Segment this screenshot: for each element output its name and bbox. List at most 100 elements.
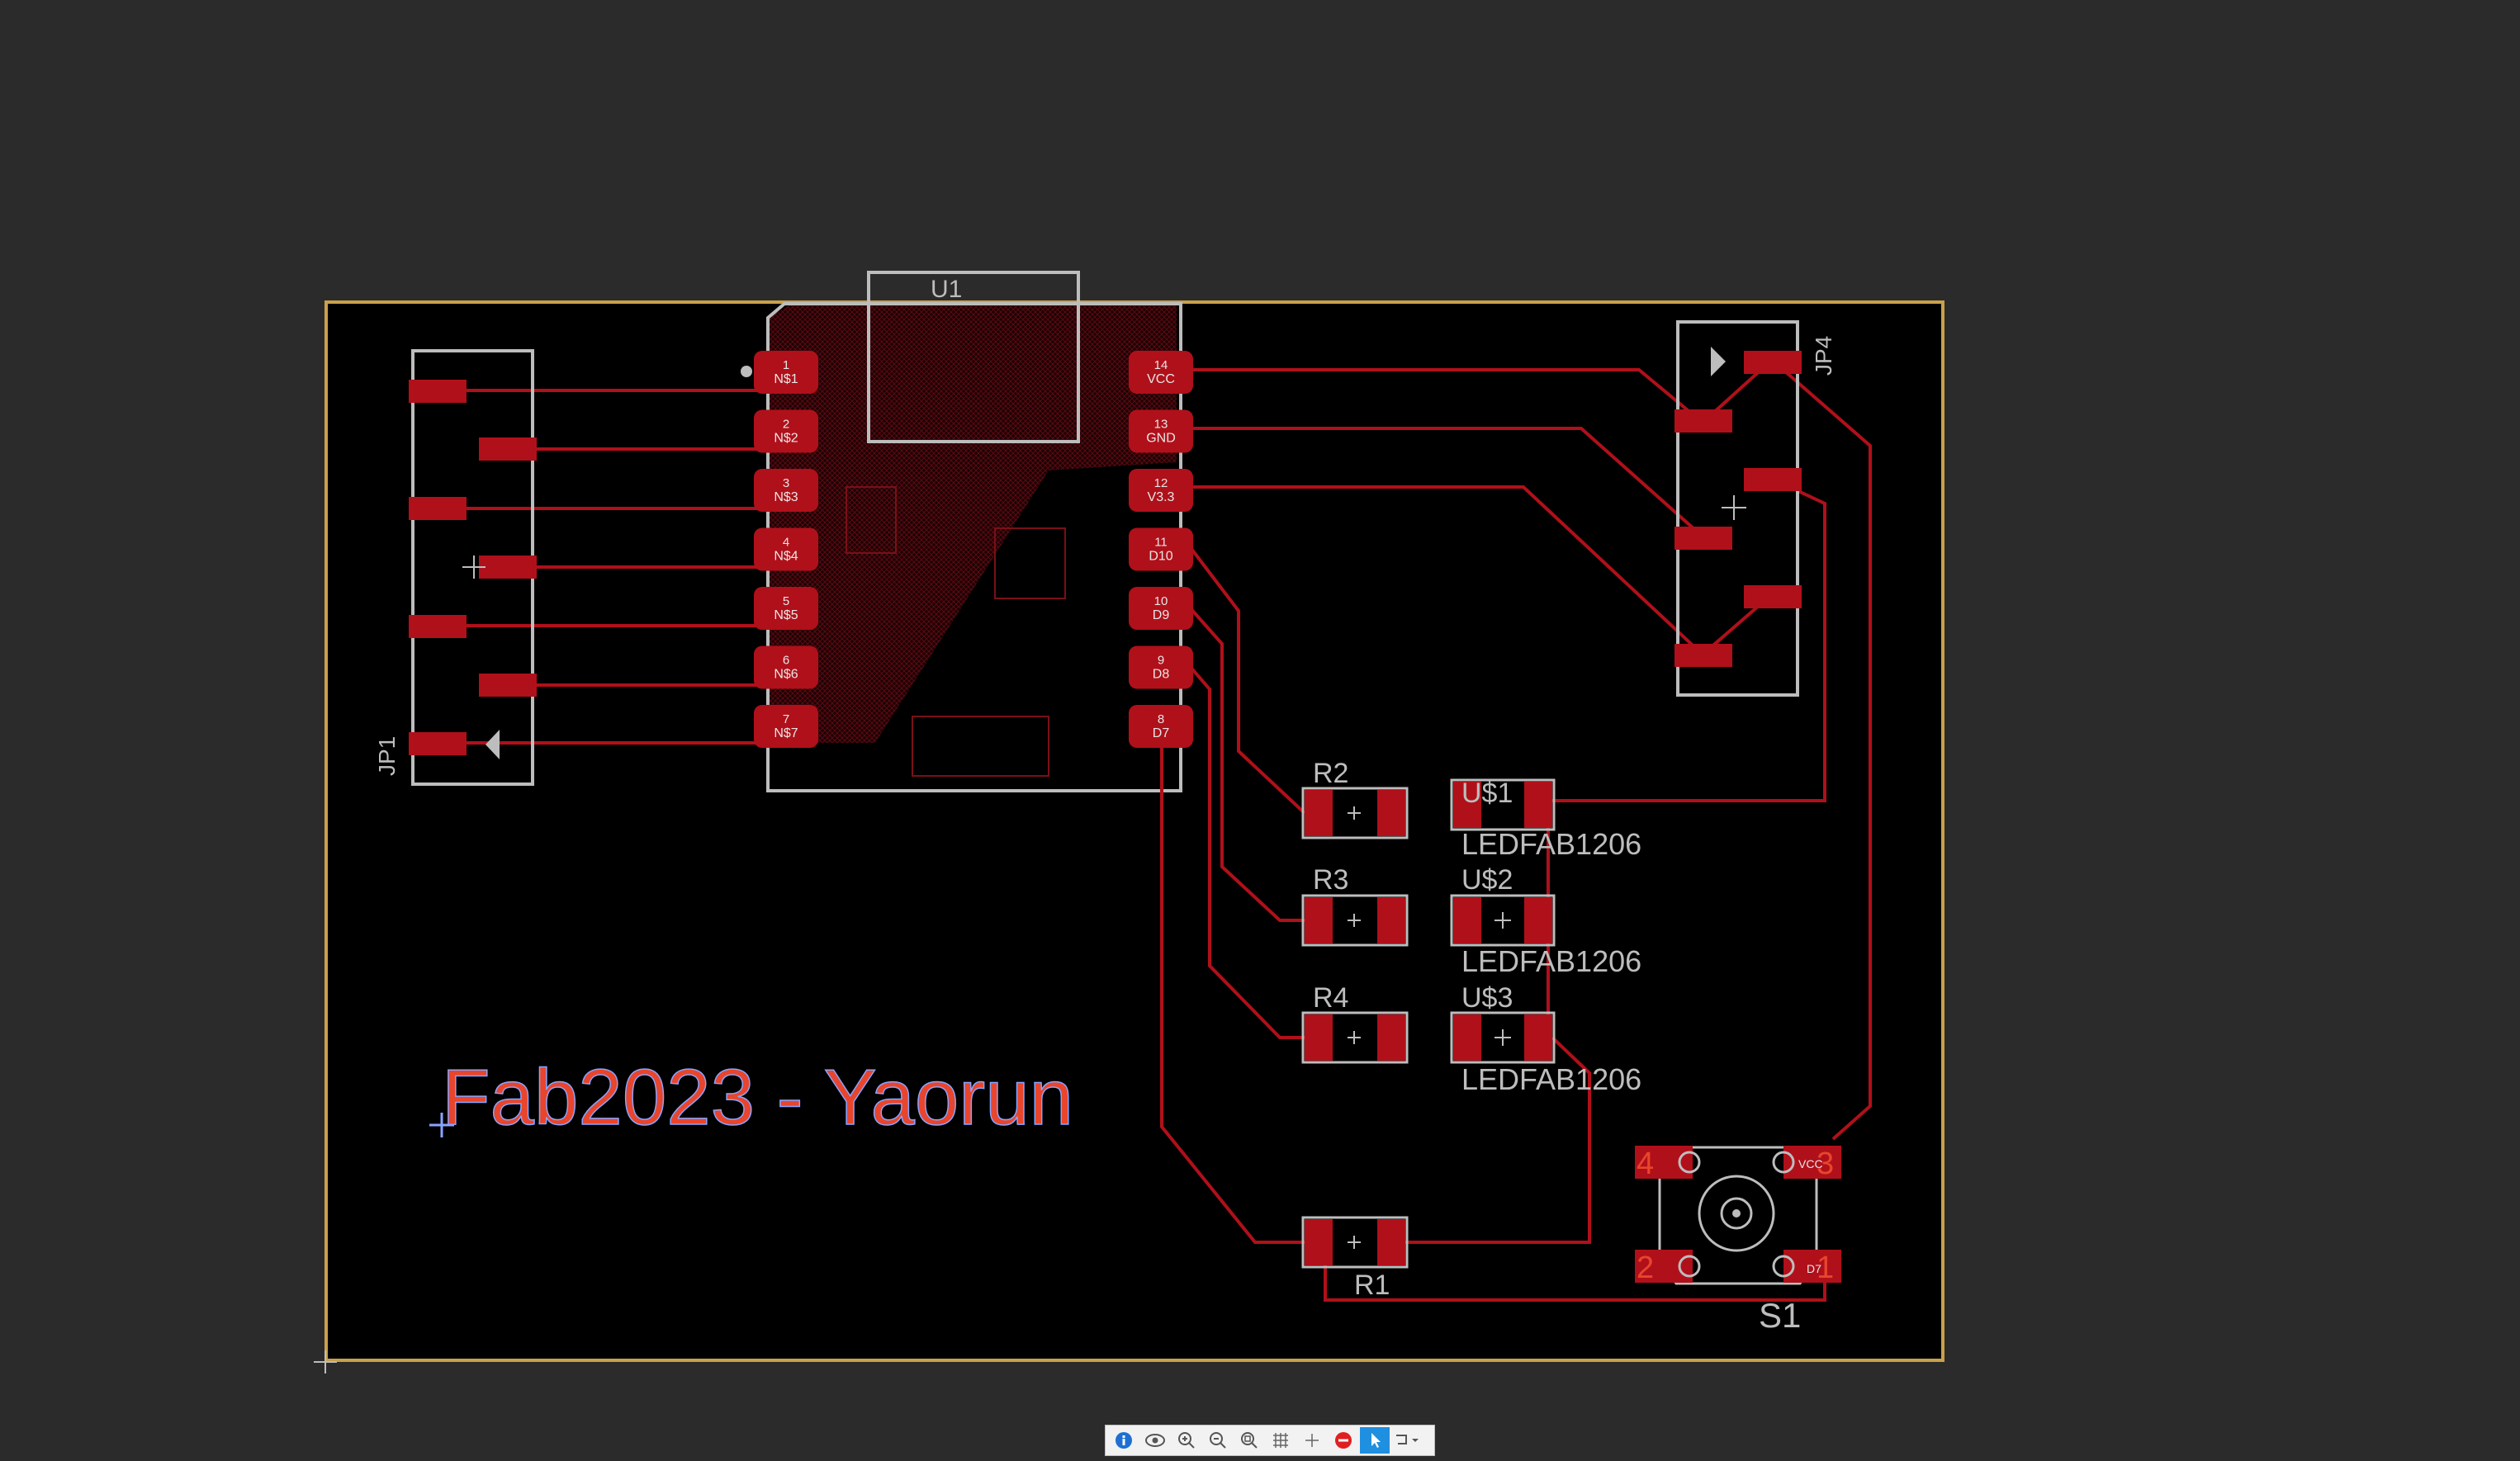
s1-pin3-label: 3 — [1817, 1147, 1834, 1181]
route-icon — [1396, 1435, 1419, 1444]
r4-label: R4 — [1313, 982, 1348, 1014]
info-icon — [1116, 1432, 1132, 1449]
u1-pin-label: N$5 — [774, 608, 798, 622]
u1-pin-number: 5 — [783, 594, 789, 608]
add-button[interactable] — [1297, 1427, 1327, 1454]
u1-pin-label: V3.3 — [1148, 490, 1175, 504]
jp4-header[interactable]: JP4 — [1674, 320, 1836, 697]
u1-pad-6[interactable]: 6N$6 — [754, 645, 818, 689]
r1-label: R1 — [1354, 1270, 1390, 1301]
resistor-r1[interactable]: R1 — [1301, 1216, 1409, 1301]
u1-pad-7[interactable]: 7N$7 — [754, 705, 818, 748]
us3-label: U$3 — [1461, 982, 1513, 1014]
led-us3[interactable]: U$3 LEDFAB1206 — [1450, 982, 1641, 1096]
u1-pad-3[interactable]: 3N$3 — [754, 469, 818, 512]
u1-pad-8[interactable]: 8D7 — [1129, 705, 1193, 748]
stop-icon — [1335, 1432, 1352, 1449]
s1-d7-label: D7 — [1807, 1262, 1821, 1275]
pcb-board-view[interactable]: JP1 1N$12N$23N$34N$45N$56N$67N$7 14VCC13… — [0, 0, 2520, 1420]
u1-left-pads[interactable]: 1N$1 2N$2 3N$3 4N$4 5N$5 6N$6 7N$7 — [754, 351, 818, 748]
zoom-fit-button[interactable] — [1234, 1427, 1264, 1454]
u1-pin-label: VCC — [1147, 372, 1175, 386]
u1-pin-number: 13 — [1154, 418, 1168, 432]
select-icon — [1371, 1433, 1381, 1448]
u1-pad-2[interactable]: 2N$2 — [754, 409, 818, 453]
jp1-header[interactable]: JP1 — [374, 349, 537, 786]
u1-pad-5[interactable]: 5N$5 — [754, 587, 818, 630]
add-icon — [1305, 1434, 1319, 1447]
title-origin-marker — [429, 1113, 454, 1137]
board-title-text[interactable]: Fab2023 - Yaorun — [441, 1052, 1074, 1142]
jp4-label: JP4 — [1811, 336, 1836, 376]
us2-value: LEDFAB1206 — [1461, 944, 1641, 978]
u1-pin-number: 2 — [783, 418, 789, 432]
s1-label: S1 — [1759, 1296, 1801, 1335]
bottom-toolbar — [1105, 1425, 1435, 1456]
u1-pin-label: D7 — [1153, 726, 1170, 740]
u1-pin-label: GND — [1146, 432, 1176, 446]
u1-pin-number: 12 — [1154, 476, 1168, 490]
switch-s1[interactable]: 4 3 2 1 VCC D7 S1 — [1635, 1146, 1841, 1335]
grid-icon — [1273, 1433, 1288, 1448]
u1-pin-number: 7 — [783, 712, 789, 726]
stop-button[interactable] — [1329, 1427, 1358, 1454]
s1-pin4-label: 4 — [1637, 1147, 1654, 1181]
us1-label: U$1 — [1461, 778, 1513, 809]
u1-pin-label: D9 — [1153, 608, 1170, 622]
led-us2[interactable]: U$2 LEDFAB1206 — [1450, 864, 1641, 978]
r3-label: R3 — [1313, 864, 1348, 896]
route-button[interactable] — [1391, 1427, 1421, 1454]
us3-value: LEDFAB1206 — [1461, 1062, 1641, 1096]
s1-pin2-label: 2 — [1637, 1251, 1654, 1285]
visibility-button[interactable] — [1140, 1427, 1170, 1454]
u1-label: U1 — [931, 276, 962, 303]
grid-button[interactable] — [1266, 1427, 1296, 1454]
u1-pad-4[interactable]: 4N$4 — [754, 527, 818, 571]
u1-pin-number: 6 — [783, 654, 789, 668]
zoom-out-button[interactable] — [1203, 1427, 1233, 1454]
info-button[interactable] — [1109, 1427, 1139, 1454]
u1-pin-number: 4 — [783, 536, 789, 550]
u1-pin-number: 10 — [1154, 594, 1168, 608]
u1-pin-number: 9 — [1158, 654, 1164, 668]
u1-pin-number: 8 — [1158, 712, 1164, 726]
u1-pin-number: 1 — [783, 358, 789, 372]
led-us1[interactable]: U$1 LEDFAB1206 — [1450, 778, 1641, 861]
u1-pin-number: 11 — [1154, 536, 1168, 550]
eye-icon — [1145, 1434, 1165, 1447]
us1-value: LEDFAB1206 — [1461, 827, 1641, 861]
zoom-out-icon — [1210, 1432, 1226, 1449]
u1-pin-number: 14 — [1154, 358, 1168, 372]
r2-label: R2 — [1313, 758, 1348, 789]
s1-vcc-label: VCC — [1798, 1157, 1823, 1170]
u1-pin-label: N$7 — [774, 726, 798, 740]
u1-pin-label: N$2 — [774, 432, 798, 446]
resistor-r3[interactable]: R3 — [1301, 864, 1409, 947]
u1-pad-9[interactable]: 9D8 — [1129, 645, 1193, 689]
origin-markers — [314, 495, 1746, 1374]
select-button[interactable] — [1360, 1427, 1390, 1454]
u1-pin-number: 3 — [783, 476, 789, 490]
resistor-r2[interactable]: R2 — [1301, 758, 1409, 839]
u1-pin-label: N$6 — [774, 668, 798, 682]
u1-pin-label: D10 — [1149, 550, 1172, 564]
us2-label: U$2 — [1461, 864, 1513, 896]
u1-pin-label: N$1 — [774, 372, 798, 386]
jp1-label: JP1 — [374, 736, 400, 776]
copper-traces — [438, 357, 1872, 1302]
u1-pin-label: D8 — [1153, 668, 1170, 682]
s1-pin1-label: 1 — [1817, 1251, 1834, 1285]
u1-pin-label: N$4 — [774, 550, 798, 564]
zoom-in-button[interactable] — [1172, 1427, 1201, 1454]
zoom-in-icon — [1178, 1432, 1195, 1449]
u1-pin-label: N$3 — [774, 490, 798, 504]
resistor-r4[interactable]: R4 — [1301, 982, 1409, 1064]
u1-pad-1[interactable]: 1N$1 — [754, 351, 818, 394]
